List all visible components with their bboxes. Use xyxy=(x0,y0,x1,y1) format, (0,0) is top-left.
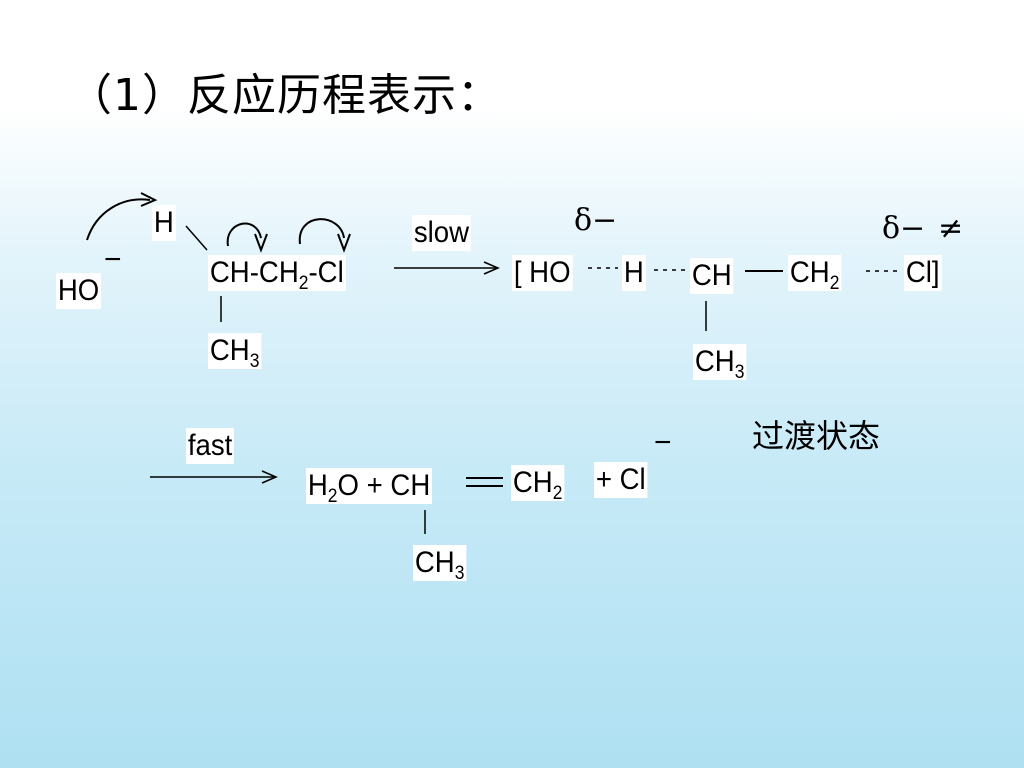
hydrogen-label: H xyxy=(153,206,174,239)
product-water-label: H xyxy=(307,469,328,502)
product-chloride-charge: − xyxy=(654,426,672,459)
ts-chlorine-label: Cl] xyxy=(905,256,940,289)
hydroxide-label: HO xyxy=(57,274,100,307)
ts-ch: CH xyxy=(690,258,734,294)
ts-chlorine: Cl] xyxy=(904,255,942,291)
ts-ch2-sub: 2 xyxy=(829,273,840,294)
product-water-rest: O + CH xyxy=(337,469,431,502)
hydroxide-ion: HO xyxy=(56,273,102,309)
partial-charge-2: δ− xyxy=(882,211,926,246)
ts-hydrogen: H xyxy=(622,255,646,291)
ts-bracket-ho-label: [ HO xyxy=(513,256,571,289)
product-water-propene: H2O + CH xyxy=(306,468,433,507)
substrate-methyl-sub: 3 xyxy=(249,351,260,372)
substrate-chain-sub: 2 xyxy=(298,273,309,294)
substrate-methyl-label: CH xyxy=(209,334,250,367)
ts-bracket-ho: [ HO xyxy=(512,255,573,291)
substrate-chain-end: -Cl xyxy=(308,256,344,289)
product-water-sub: 2 xyxy=(327,486,338,507)
product-ch2-sub: 2 xyxy=(552,483,563,504)
slow-label-text: slow xyxy=(413,216,470,249)
substrate-methyl: CH3 xyxy=(208,333,262,372)
ts-hydrogen-label: H xyxy=(623,256,644,289)
transition-state-caption: 过渡状态 xyxy=(752,417,881,455)
transition-state-symbol: ≠ xyxy=(938,211,964,246)
ts-methyl: CH3 xyxy=(693,344,747,383)
slide-title: （1）反应历程表示： xyxy=(68,70,502,121)
ts-methyl-label: CH xyxy=(694,345,735,378)
fast-label-text: fast xyxy=(187,429,233,462)
hydroxide-charge: − xyxy=(104,243,122,276)
fast-label: fast xyxy=(186,428,235,464)
hydrogen-atom: H xyxy=(152,205,176,241)
partial-charge-1: δ− xyxy=(574,203,618,238)
product-methyl-sub: 3 xyxy=(454,563,465,584)
product-methyl: CH3 xyxy=(413,545,467,584)
ts-ch2: CH2 xyxy=(788,255,842,294)
product-methyl-label: CH xyxy=(414,546,455,579)
slow-label: slow xyxy=(412,215,471,251)
product-ch2: CH2 xyxy=(511,465,565,504)
ts-ch2-label: CH xyxy=(789,256,830,289)
product-chloride: + Cl xyxy=(594,462,648,498)
substrate-chain: CH-CH2-Cl xyxy=(208,255,346,294)
product-chloride-label: + Cl xyxy=(595,463,646,496)
ts-methyl-sub: 3 xyxy=(734,362,745,383)
product-ch2-label: CH xyxy=(512,466,553,499)
substrate-chain-label: CH-CH xyxy=(209,256,299,289)
ts-ch-label: CH xyxy=(691,259,732,292)
